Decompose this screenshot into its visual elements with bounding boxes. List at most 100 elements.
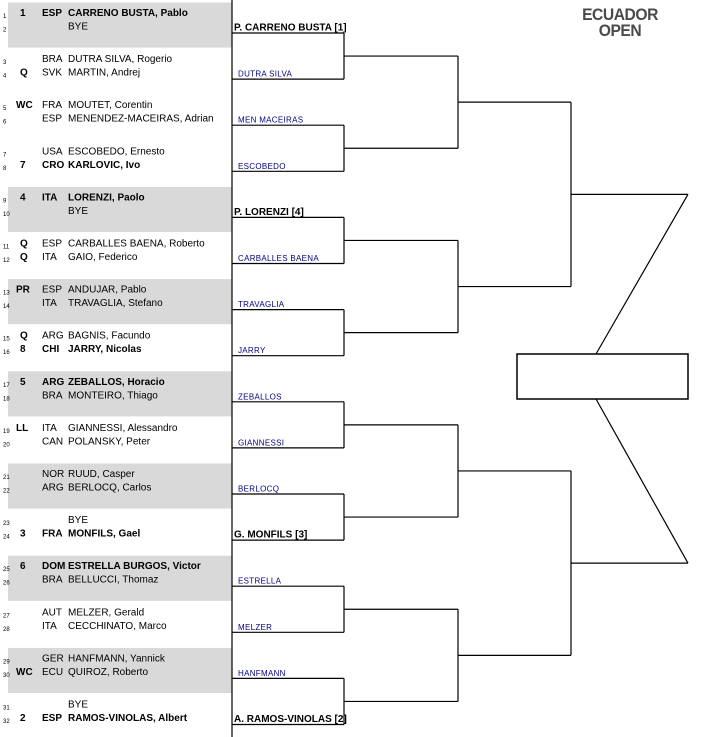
round1-winner-name: G. MONFILS [3] <box>234 530 307 541</box>
seed-or-entry-tag: 6 <box>20 561 26 572</box>
player-name: GAIO, Federico <box>68 252 138 263</box>
player-country: ITA <box>42 423 57 434</box>
player-name: ESTRELLA BURGOS, Victor <box>68 561 201 572</box>
player-name: QUIROZ, Roberto <box>68 667 148 678</box>
round1-winner-name: GIANNESSI <box>238 438 284 447</box>
draw-position-number: 29 <box>3 659 10 665</box>
seed-or-entry-tag: Q <box>20 239 28 250</box>
player-country: CAN <box>42 436 63 447</box>
player-name: KARLOVIC, Ivo <box>68 160 140 171</box>
bye-label: BYE <box>68 515 88 526</box>
round1-winner-name: ZEBALLOS <box>238 392 282 401</box>
player-name: CARBALLES BAENA, Roberto <box>68 239 205 250</box>
player-country: ESP <box>42 285 62 296</box>
seed-or-entry-tag: WC <box>16 100 33 111</box>
player-name: CARRENO BUSTA, Pablo <box>68 8 188 19</box>
player-name: JARRY, Nicolas <box>68 344 142 355</box>
seed-or-entry-tag: LL <box>16 423 28 434</box>
player-name: CECCHINATO, Marco <box>68 621 167 632</box>
draw-position-number: 1 <box>3 14 7 20</box>
seed-or-entry-tag: 2 <box>20 713 26 724</box>
player-country: DOM <box>42 561 65 572</box>
player-name: DUTRA SILVA, Rogerio <box>68 54 173 65</box>
draw-position-number: 12 <box>3 258 10 264</box>
shaded-match-row <box>8 186 232 232</box>
seed-or-entry-tag: 4 <box>20 192 26 203</box>
draw-position-number: 18 <box>3 396 10 402</box>
player-name: MENENDEZ-MACEIRAS, Adrian <box>68 114 214 125</box>
draw-position-number: 24 <box>3 535 10 541</box>
player-country: USA <box>42 146 63 157</box>
seed-or-entry-tag: 8 <box>20 344 26 355</box>
player-country: FRA <box>42 100 62 111</box>
draw-position-number: 16 <box>3 350 10 356</box>
player-country: BRA <box>42 575 63 586</box>
seed-or-entry-tag: 1 <box>20 8 26 19</box>
round1-winner-name: A. RAMOS-VINOLAS [2] <box>234 714 347 725</box>
player-name: BAGNIS, Facundo <box>68 331 151 342</box>
round1-winner-name: CARBALLES BAENA <box>238 254 319 263</box>
draw-position-number: 28 <box>3 627 10 633</box>
player-name: ZEBALLOS, Horacio <box>68 377 165 388</box>
shaded-match-row <box>8 279 232 325</box>
round1-winner-name: MEN MACEIRAS <box>238 116 303 125</box>
tournament-logo: ECUADOR OPEN <box>578 6 662 39</box>
round1-winner-name: BERLOCQ <box>238 485 279 494</box>
draw-position-number: 15 <box>3 337 10 343</box>
bye-label: BYE <box>68 22 88 33</box>
final-connector-top <box>595 194 689 355</box>
seed-or-entry-tag: WC <box>16 667 33 678</box>
bye-label: BYE <box>68 700 88 711</box>
round1-winner-name: P. LORENZI [4] <box>234 207 304 218</box>
player-name: MONTEIRO, Thiago <box>68 390 158 401</box>
draw-position-number: 19 <box>3 429 10 435</box>
player-name: RAMOS-VINOLAS, Albert <box>68 713 188 724</box>
player-country: AUT <box>42 607 62 618</box>
draw-position-number: 25 <box>3 567 10 573</box>
draw-position-number: 2 <box>3 28 7 34</box>
player-name: BELLUCCI, Thomaz <box>68 575 158 586</box>
player-name: MARTIN, Andrej <box>68 68 140 79</box>
player-country: BRA <box>42 390 63 401</box>
draw-position-number: 4 <box>3 74 7 80</box>
round1-winner-name: DUTRA SILVA <box>238 70 292 79</box>
player-country: ITA <box>42 621 57 632</box>
player-name: ESCOBEDO, Ernesto <box>68 146 165 157</box>
round1-winner-name: ESTRELLA <box>238 577 282 586</box>
draw-position-number: 13 <box>3 291 10 297</box>
shaded-match-row <box>8 371 232 417</box>
player-country: ITA <box>42 298 57 309</box>
player-name: BERLOCQ, Carlos <box>68 483 151 494</box>
player-name: LORENZI, Paolo <box>68 192 145 203</box>
seed-or-entry-tag: Q <box>20 68 28 79</box>
player-name: MELZER, Gerald <box>68 607 144 618</box>
draw-position-number: 10 <box>3 212 10 218</box>
draw-position-number: 21 <box>3 475 10 481</box>
player-name: TRAVAGLIA, Stefano <box>68 298 163 309</box>
draw-position-number: 32 <box>3 719 10 725</box>
player-country: ESP <box>42 239 62 250</box>
player-country: ARG <box>42 377 64 388</box>
draw-position-number: 9 <box>3 198 7 204</box>
seed-or-entry-tag: 3 <box>20 529 26 540</box>
draw-position-number: 7 <box>3 152 7 158</box>
player-country: CRO <box>42 160 64 171</box>
final-connector-bottom <box>595 398 689 564</box>
draw-position-number: 17 <box>3 383 10 389</box>
draw-position-number: 14 <box>3 304 10 310</box>
draw-position-number: 31 <box>3 706 10 712</box>
shaded-match-row <box>8 555 232 601</box>
draw-position-number: 27 <box>3 613 10 619</box>
round1-winner-name: ESCOBEDO <box>238 162 286 171</box>
draw-position-number: 23 <box>3 521 10 527</box>
draw-position-number: 6 <box>3 120 7 126</box>
player-country: CHI <box>42 344 59 355</box>
shaded-match-row <box>8 2 232 48</box>
player-name: MOUTET, Corentin <box>68 100 152 111</box>
seed-or-entry-tag: 5 <box>20 377 26 388</box>
player-country: ESP <box>42 8 62 19</box>
player-country: ARG <box>42 331 64 342</box>
round1-winner-name: HANFMANN <box>238 669 286 678</box>
seed-or-entry-tag: Q <box>20 252 28 263</box>
